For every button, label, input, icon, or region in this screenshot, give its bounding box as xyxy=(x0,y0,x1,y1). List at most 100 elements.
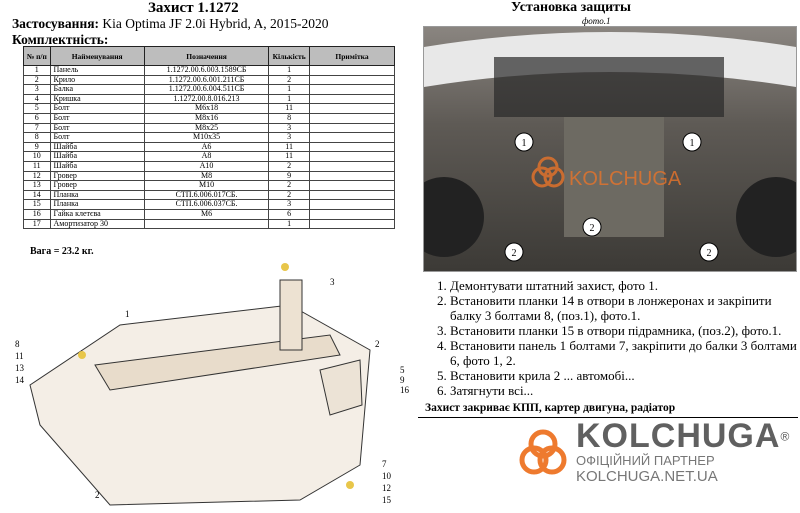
table-cell: 3 xyxy=(23,84,51,95)
brand-text: KOLCHUGA® ОФІЦІЙНИЙ ПАРТНЕР KOLCHUGA.NET… xyxy=(576,419,789,485)
table-cell: Амортизатор 30 xyxy=(49,218,145,230)
instruction-step: Демонтувати штатний захист, фото 1. xyxy=(450,278,798,293)
table-cell: 11 xyxy=(268,151,311,162)
instruction-step: Встановити панель 1 болтами 7, закріпити… xyxy=(450,338,798,368)
table-cell xyxy=(309,180,395,191)
brand-subtitle: ОФІЦІЙНИЙ ПАРТНЕР xyxy=(576,453,715,468)
table-cell xyxy=(309,141,395,153)
page-title: Захист 1.1272 xyxy=(148,0,239,16)
table-cell: A8 xyxy=(143,151,270,162)
diagram-label: 3 xyxy=(330,277,335,287)
table-cell: 8 xyxy=(268,112,311,124)
kolchuga-logo-icon xyxy=(519,429,567,475)
diagram-label: 5 xyxy=(400,365,405,375)
table-cell xyxy=(309,208,395,220)
table-cell: M6 xyxy=(143,208,270,220)
table-cell xyxy=(309,218,395,230)
diagram-label: 15 xyxy=(382,495,392,505)
diagram-label: 9 xyxy=(400,375,405,385)
table-cell: 3 xyxy=(268,132,311,143)
table-cell: Болт xyxy=(49,112,145,124)
diagram-label: 2 xyxy=(95,490,100,500)
photo-marker: 2 xyxy=(707,248,712,259)
table-cell: СТП.6.006.037СБ. xyxy=(143,199,270,210)
diagram-label: 14 xyxy=(15,375,25,385)
table-cell xyxy=(309,199,395,210)
diagram-label: 11 xyxy=(15,351,24,361)
table-cell: M8x16 xyxy=(143,112,270,124)
table-cell: 11 xyxy=(23,160,51,172)
table-cell xyxy=(309,122,395,134)
instructions-section: Демонтувати штатний захист, фото 1.Встан… xyxy=(418,278,798,513)
panel-part xyxy=(29,304,371,506)
instruction-step: Встановити крила 2 ... автомобі... xyxy=(450,368,798,383)
brand-url: KOLCHUGA.NET.UA xyxy=(576,468,718,485)
diagram-label: 7 xyxy=(382,459,387,469)
table-cell xyxy=(309,170,395,182)
table-cell: 1 xyxy=(23,65,51,76)
install-photo: 1 1 2 2 2 KOLCHUGA xyxy=(423,26,797,272)
table-cell: 1 xyxy=(268,218,311,230)
application-value: Kia Optima JF 2.0i Hybrid, A, 2015-2020 xyxy=(102,16,329,31)
diagram-label: 16 xyxy=(400,385,410,395)
divider xyxy=(418,417,798,418)
table-cell: 13 xyxy=(23,180,51,191)
photo-marker: 2 xyxy=(512,248,517,259)
table-cell: Болт xyxy=(49,132,145,143)
table-cell: 2 xyxy=(268,160,311,172)
table-cell: 3 xyxy=(268,199,311,210)
photo-watermark: KOLCHUGA xyxy=(569,168,682,190)
diagram-label: 10 xyxy=(382,471,392,481)
table-cell: 2 xyxy=(268,180,311,191)
beam-part xyxy=(94,334,341,391)
table-cell: 6 xyxy=(268,208,311,220)
table-cell: Панель xyxy=(49,65,145,76)
table-cell xyxy=(309,84,395,95)
table-cell: Гровер xyxy=(49,180,145,191)
brand-reg: ® xyxy=(780,429,790,444)
table-cell: 1 xyxy=(268,65,311,76)
table-cell: Планка xyxy=(49,199,145,210)
photo-marker: 1 xyxy=(690,138,695,149)
table-cell: 10 xyxy=(23,151,51,162)
instruction-step: Встановити планки 15 в отвори підрамника… xyxy=(450,323,798,338)
table-cell xyxy=(309,103,395,114)
bracket-part xyxy=(279,279,303,351)
table-cell xyxy=(309,189,395,201)
assembly-diagram: 1 2 2 3 5 9 16 7 10 12 15 8 11 13 14 xyxy=(15,263,410,506)
table-cell xyxy=(309,160,395,172)
table-cell: 1.1272.00.6.004.511СБ xyxy=(143,84,270,95)
application: Застосування: Kia Optima JF 2.0i Hybrid,… xyxy=(12,16,329,32)
brand-name: KOLCHUGA xyxy=(576,417,781,455)
brand-block: KOLCHUGA® ОФІЦІЙНИЙ ПАРТНЕР KOLCHUGA.NET… xyxy=(518,419,798,485)
kit-label: Комплектність: xyxy=(12,32,109,47)
cover-note: Захист закриває КПП, картер двигуна, рад… xyxy=(425,402,676,414)
table-cell: 15 xyxy=(23,199,51,210)
application-label: Застосування: xyxy=(12,16,100,31)
wing-part xyxy=(319,359,363,416)
table-cell: 1 xyxy=(268,84,311,95)
diagram-label: 1 xyxy=(125,309,130,319)
photo-caption: фото.1 xyxy=(582,16,611,26)
table-cell xyxy=(309,74,395,86)
table-cell: 17 xyxy=(23,218,51,230)
instructions-list: Демонтувати штатний захист, фото 1.Встан… xyxy=(418,278,798,398)
table-cell xyxy=(309,132,395,143)
column-header: Найменування xyxy=(49,46,145,66)
table-cell: 16 xyxy=(23,208,51,220)
table-cell: 1.1272.00.6.003.1589СБ xyxy=(143,65,270,76)
column-header: Позначення xyxy=(143,46,270,66)
instruction-step: Встановити планки 14 в отвори в лонжерон… xyxy=(450,293,798,323)
column-header: Кількість xyxy=(268,46,311,66)
